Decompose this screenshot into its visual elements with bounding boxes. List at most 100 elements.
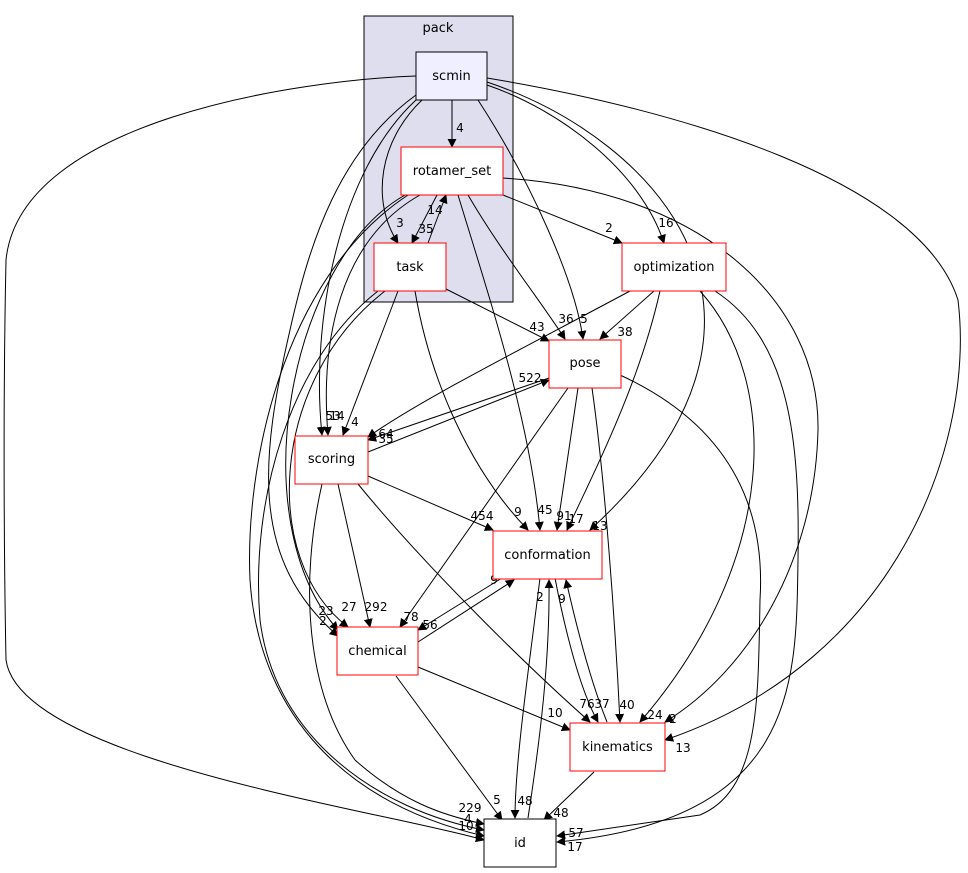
edge-scmin-chemical [268,94,417,637]
edge-task-conformation [414,290,529,531]
edge-chemical-kinematics [417,666,571,732]
node-pose-box [548,339,622,389]
node-scmin-box [415,51,488,101]
node-id-box [483,818,557,868]
node-scmin[interactable]: scmin [415,51,488,101]
edge-rotamer-set-scoring [322,194,421,436]
edge-conformation-id [510,577,541,819]
label-id-17: 17 [567,840,582,854]
node-optimization[interactable]: optimization [621,242,727,292]
edge-rotamer-set-conformation [457,194,544,531]
edge-id-conformation [527,579,554,819]
node-conformation[interactable]: conformation [492,530,603,580]
node-scoring[interactable]: scoring [294,435,369,485]
node-kinematics-box [569,722,666,772]
label-optimization-conformation: 17 [568,512,583,526]
edge-task-pose [445,288,550,342]
edge-scoring-conformation [367,475,494,531]
label-chemical-56: 56 [422,618,437,632]
edge-rotamer-set-kinematics [502,177,819,723]
edge-conformation-kinematics [554,577,599,723]
edge-rotamer-set-pose [467,194,566,340]
edge-scmin-id [3,75,485,843]
edge-pose-kinematics [591,387,625,723]
edge-pose-chemical [399,387,569,628]
label-kinematics-2: 2 [669,712,677,726]
node-task-box [373,242,447,292]
edge-chemical-conformation [417,579,515,643]
label-pose-conformation: 91 [556,509,571,523]
edge-labels: 4 14 35 3 2 16 43 36 5 38 522 53 14 4 64… [318,121,690,854]
label-id-5: 5 [493,793,501,807]
edge-scmin-optimization [486,84,666,244]
label-kinematics-76: 76 [579,697,594,711]
node-rotamer-set-box [400,146,504,196]
edge-kinematics-conformation [563,579,608,723]
label-task-pose: 43 [529,320,544,334]
label-id-57: 57 [568,826,583,840]
label-scmin-pose: 5 [580,312,588,326]
label-chemical-kinematics: 10 [547,706,562,720]
node-rotamer-set[interactable]: rotamer_set [400,146,504,196]
edge-optimization-kinematics [639,290,755,723]
label-optimization-pose: 38 [617,325,632,339]
edges [3,75,961,846]
label-scmin-task: 3 [396,216,404,230]
label-rotamer-set-task-14: 14 [427,203,442,217]
label-conformation-id-9: 9 [558,592,566,606]
edge-scmin-scoring [316,99,417,436]
edge-chemical-id [395,675,503,821]
label-scoring-4: 4 [351,415,359,429]
node-scoring-label: scoring [308,452,355,467]
label-rotamer-set-conformation: 45 [537,503,552,517]
edge-kinematics-id [543,771,595,821]
node-chemical-label: chemical [348,644,406,659]
node-chemical-box [336,626,419,676]
label-chemical-78: 78 [403,610,418,624]
label-conformation-id-2: 2 [536,590,544,604]
edge-scoring-kinematics [357,483,591,723]
node-optimization-box [621,242,727,292]
cluster-pack-label: pack [423,21,454,36]
edge-optimization-conformation [566,290,661,531]
node-kinematics[interactable]: kinematics [569,722,666,772]
node-id[interactable]: id [483,818,557,868]
label-scoring-53: 53 [325,409,340,423]
label-scoring-64: 64 [378,427,393,441]
edge-optimization-pose [599,290,655,340]
node-optimization-label: optimization [634,260,715,275]
edge-rotamer-set-task [411,194,438,244]
edge-scmin-pose [477,99,587,340]
label-scmin-rotamer-set: 4 [456,121,464,135]
edge-scoring-pose [367,378,550,453]
node-pose[interactable]: pose [548,339,622,389]
label-kinematics-37: 37 [594,697,609,711]
edge-optimization-scoring [367,290,631,438]
node-id-label: id [514,836,526,851]
label-chemical-23: 23 [318,604,333,618]
label-scmin-optimization: 16 [658,216,673,230]
edge-pose-id [556,374,762,840]
label-scoring-35: 35 [378,432,393,446]
label-task-conformation: 9 [514,505,522,519]
edge-task-rotamer-set [427,194,448,244]
label-scmin-conformation: 13 [592,519,607,533]
edge-conformation-chemical [417,577,503,631]
edge-task-id [257,290,485,833]
edge-scoring-chemical [337,483,373,628]
node-chemical[interactable]: chemical [336,626,419,676]
node-pose-label: pose [570,356,601,371]
edge-pose-conformation [553,387,579,531]
edge-rotamer-set-optimization [502,194,623,245]
label-chemical-27: 27 [341,600,356,614]
label-rotamer-set-task-35: 35 [418,222,433,236]
node-rotamer-set-label: rotamer_set [413,164,491,179]
node-task[interactable]: task [373,242,447,292]
label-chemical-292: 292 [365,600,388,614]
label-pose-scoring: 522 [519,371,542,385]
edge-task-chemical [288,290,386,628]
label-id-48a: 48 [517,794,532,808]
label-id-4: 4 [464,812,472,826]
node-scmin-label: scmin [432,69,470,84]
